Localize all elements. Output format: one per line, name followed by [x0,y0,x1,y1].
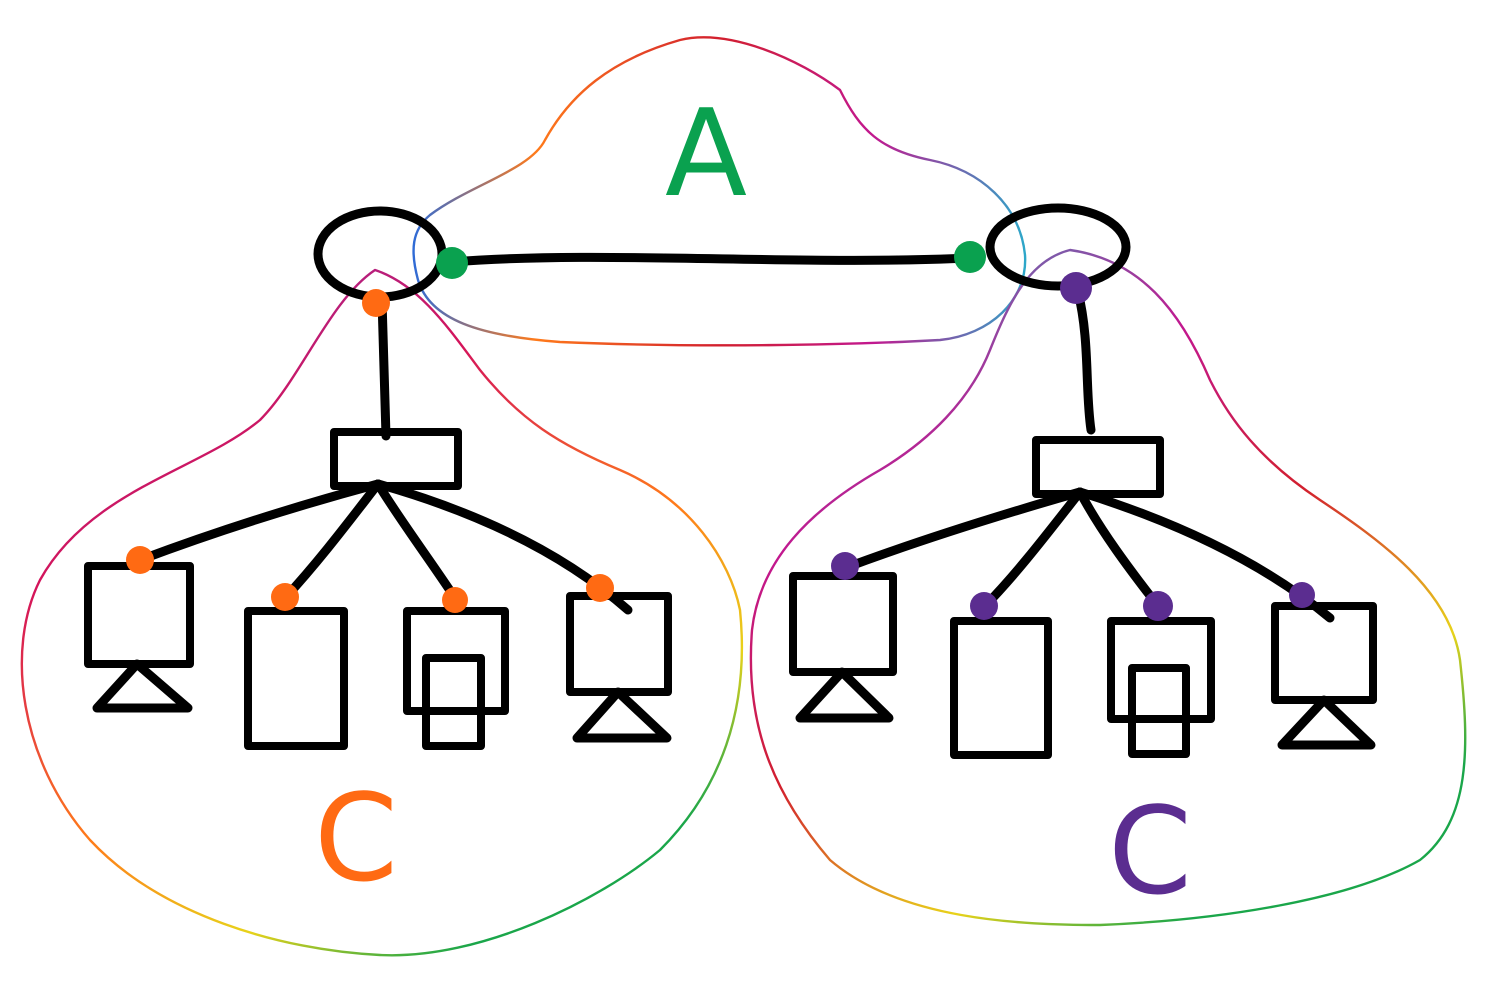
leaf-left-monitor-2 [566,592,672,743]
branch-right-1 [840,487,1085,573]
router-link [447,252,973,267]
dot-a-right [954,241,986,273]
dot-cl-3 [442,587,468,613]
dot-cr-2 [970,592,998,620]
switch-right [1032,436,1164,498]
dot-cl-1 [126,546,154,574]
router-right [985,203,1131,291]
leaf-left-monitor-1 [84,562,194,713]
cluster-a-boundary [412,36,1027,347]
cluster-c-right-label: C [1108,783,1192,922]
branch-left-2 [280,479,383,603]
switch-left [330,428,462,490]
branch-right-2 [980,487,1085,611]
dot-a-left [436,247,468,279]
leaf-right-monitor-2 [1271,602,1377,750]
dots-cluster-a [436,241,986,279]
dot-cl-router [362,289,390,317]
dots-cluster-c-right [831,272,1315,621]
leaf-right-stacked-box [1107,617,1215,758]
dot-cl-2 [271,583,299,611]
cluster-a-label: A [665,85,747,224]
uplink-left [377,295,391,441]
branch-left-3 [373,479,460,603]
dots-cluster-c-left [126,289,614,613]
uplink-right [1073,287,1096,435]
cluster-c-left-label: C [314,770,398,909]
leaf-right-tower [950,617,1052,759]
dot-cr-4 [1289,582,1315,608]
leaf-left-tower [244,607,348,750]
leaf-left-stacked-box [403,607,509,750]
cluster-c-right-boundary [749,248,1467,927]
branch-left-1 [135,479,383,565]
leaf-right-monitor-1 [789,572,897,723]
branch-right-3 [1075,487,1163,611]
cluster-c-left-boundary [20,268,744,957]
dot-cr-3 [1143,591,1173,621]
dot-cr-1 [831,552,859,580]
router-left [313,206,447,302]
dot-cl-4 [586,574,614,602]
dot-cr-router [1060,272,1092,304]
